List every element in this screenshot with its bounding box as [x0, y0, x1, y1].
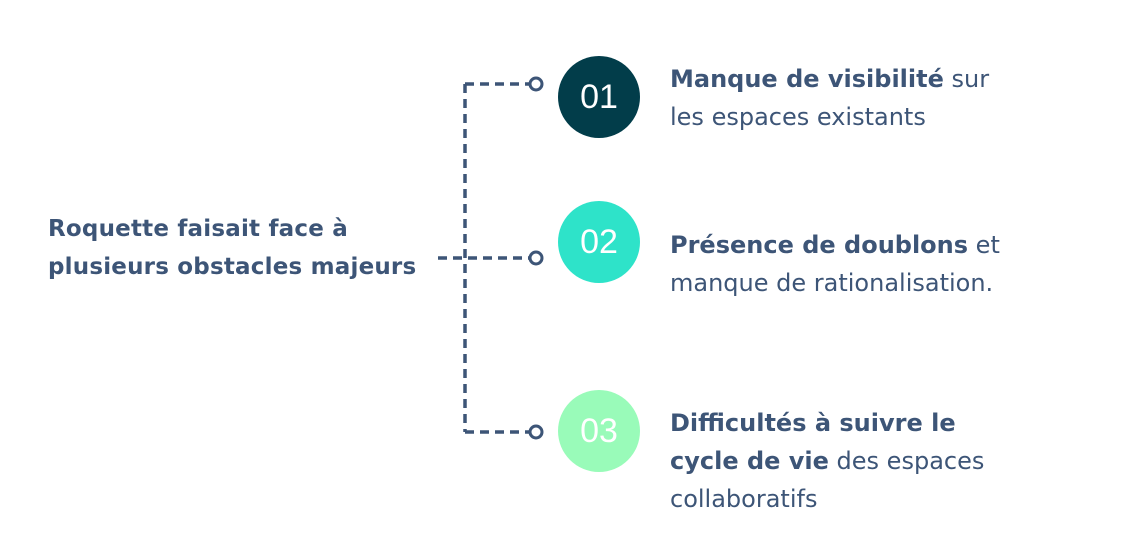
connector-dot	[528, 250, 544, 266]
step-badge-02: 02	[558, 201, 640, 283]
item-text-03: Difficultés à suivre le cycle de vie des…	[670, 409, 985, 513]
item-text-02: Présence de doublons et manque de ration…	[670, 231, 1000, 297]
step-badge-03: 03	[558, 390, 640, 472]
connector-dot	[528, 424, 544, 440]
title-line: plusieurs obstacles majeurs	[48, 254, 417, 280]
main-title: Roquette faisait face à plusieurs obstac…	[48, 210, 416, 286]
title-line: Roquette faisait face à	[48, 216, 348, 242]
step-badge-01: 01	[558, 56, 640, 138]
item-text-01: Manque de visibilité sur les espaces exi…	[670, 65, 990, 131]
connector-dot	[528, 76, 544, 92]
